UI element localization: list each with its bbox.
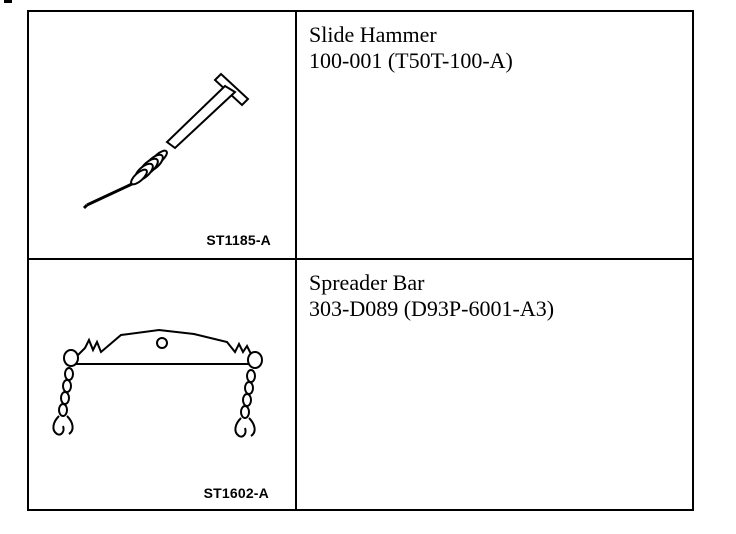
- tool-part-number: 100-001 (T50T-100-A): [309, 48, 513, 73]
- tool-description: Slide Hammer 100-001 (T50T-100-A): [297, 12, 692, 258]
- corner-mark: [4, 0, 12, 3]
- spreader-bar-icon: [52, 328, 263, 438]
- slide-hammer-icon: [82, 72, 250, 210]
- tool-row-slide-hammer: ST1185-A Slide Hammer 100-001 (T50T-100-…: [29, 12, 692, 260]
- image-code-label: ST1185-A: [206, 232, 271, 248]
- image-code-label: ST1602-A: [203, 485, 269, 501]
- tool-name: Slide Hammer: [309, 22, 437, 47]
- tool-name: Spreader Bar: [309, 270, 425, 295]
- special-tools-table: ST1185-A Slide Hammer 100-001 (T50T-100-…: [27, 10, 694, 511]
- tool-image-cell: ST1185-A: [29, 12, 297, 258]
- tool-image-cell: ST1602-A: [29, 260, 297, 509]
- tool-description: Spreader Bar 303-D089 (D93P-6001-A3): [297, 260, 692, 509]
- tool-row-spreader-bar: ST1602-A Spreader Bar 303-D089 (D93P-600…: [29, 260, 692, 509]
- tool-part-number: 303-D089 (D93P-6001-A3): [309, 296, 555, 321]
